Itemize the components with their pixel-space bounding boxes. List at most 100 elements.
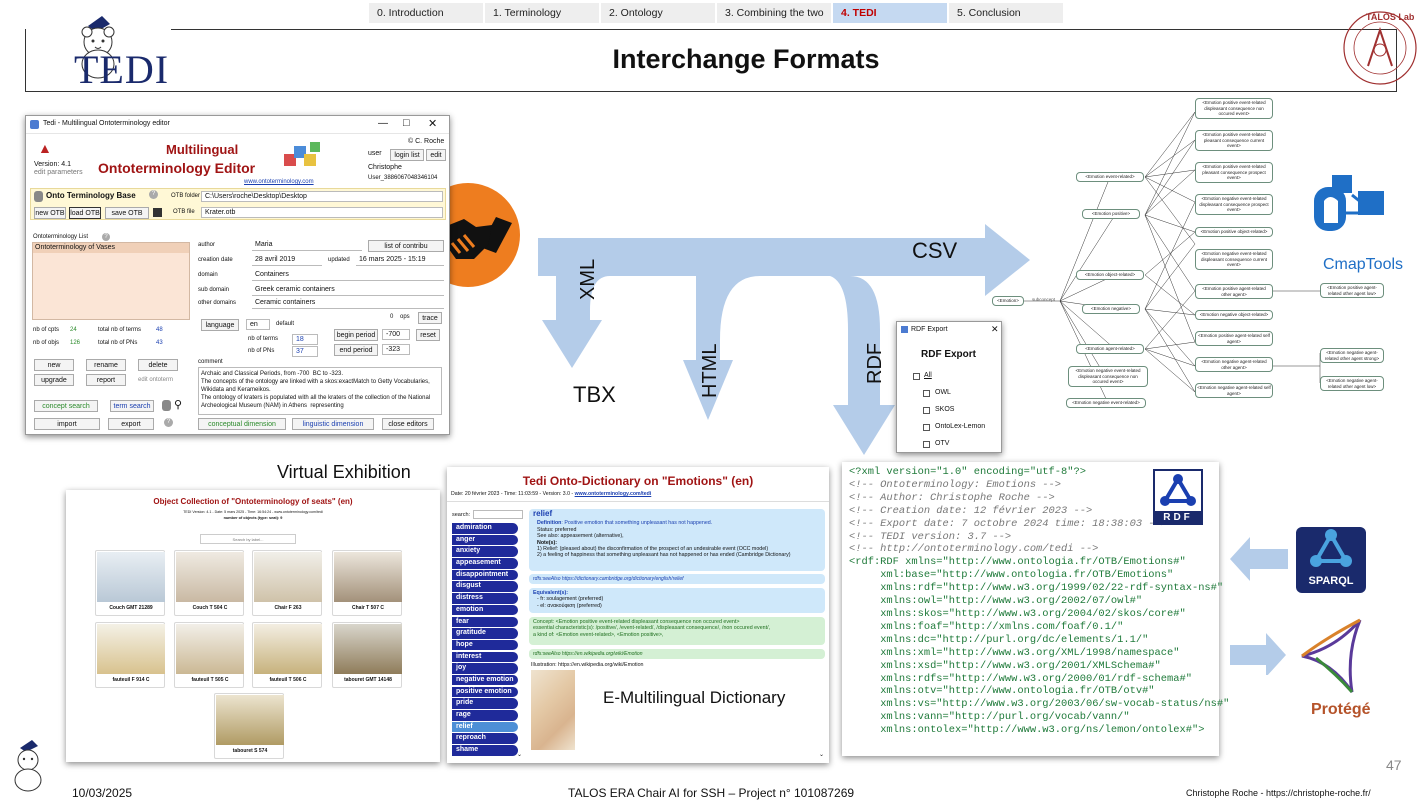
domain-field[interactable]: Containers (252, 270, 444, 281)
object-card[interactable]: fauteuil F 914 C (95, 622, 165, 688)
close-editors-button[interactable]: close editors (382, 418, 434, 430)
term-item[interactable]: appeasement (452, 558, 518, 569)
help-icon[interactable]: ? (149, 190, 158, 199)
term-item[interactable]: emotion (452, 604, 518, 616)
edit-parameters-link[interactable]: edit parameters (34, 169, 83, 176)
end-period-field[interactable]: -323 (382, 344, 410, 355)
report-button[interactable]: report (86, 374, 126, 386)
reset-button[interactable]: reset (416, 329, 440, 341)
nav-item-terminology[interactable]: 1. Terminology (485, 3, 599, 23)
exhibition-search-input[interactable]: Search by label... (200, 534, 296, 544)
list-item[interactable]: Ontoterminology of Vases (33, 243, 189, 253)
import-button[interactable]: import (34, 418, 100, 430)
export-dropdown[interactable]: export (108, 418, 154, 430)
export-help-icon[interactable]: ? (164, 418, 173, 427)
database-search-icon[interactable] (162, 400, 171, 411)
term-item[interactable]: joy (452, 663, 518, 674)
otb-file-field[interactable]: Krater.otb (201, 207, 443, 218)
rdf-dialog-close-icon[interactable]: ✕ (991, 324, 999, 334)
term-list[interactable]: admiration anger anxiety appeasement dis… (452, 523, 524, 757)
rdfs-see-also-2[interactable]: rdfs:seeAlso https://en.wikipedia.org/wi… (529, 649, 825, 659)
linguistic-dimension-dropdown[interactable]: linguistic dimension (292, 418, 374, 430)
dictionary-search-input[interactable] (473, 510, 523, 519)
term-item-selected[interactable]: relief (452, 721, 518, 733)
maximize-icon[interactable]: □ (403, 117, 410, 129)
term-item[interactable]: interest (452, 651, 518, 663)
minimize-icon[interactable]: — (378, 118, 388, 129)
upgrade-button[interactable]: upgrade (34, 374, 74, 386)
delete-button[interactable]: delete (138, 359, 178, 371)
owl-checkbox[interactable] (923, 390, 930, 397)
term-item[interactable]: distress (452, 593, 518, 604)
term-item[interactable]: admiration (452, 523, 518, 534)
object-card[interactable]: Couch T 504 C (174, 550, 244, 616)
end-period-button[interactable]: end period (334, 344, 378, 356)
comment-textarea[interactable]: Archaic and Classical Periods, from -700… (198, 367, 442, 415)
other-domains-field[interactable]: Ceramic containers (252, 298, 444, 309)
object-card[interactable]: Chair F 263 (252, 550, 322, 616)
list-contributors-button[interactable]: list of contribu (368, 240, 444, 252)
conceptual-dimension-dropdown[interactable]: conceptual dimension (198, 418, 286, 430)
concept-search-dropdown[interactable]: concept search (34, 400, 98, 412)
save-disk-icon[interactable] (153, 208, 162, 217)
term-item[interactable]: negative emotion (452, 674, 518, 686)
object-card[interactable]: Couch GMT 21289 (95, 550, 165, 616)
term-item[interactable]: disgust (452, 581, 518, 592)
list-scroll-down-icon[interactable]: ⌄ (517, 752, 523, 758)
website-link[interactable]: www.ontoterminology.com (244, 179, 314, 185)
dictionary-site-link[interactable]: www.ontoterminology.com/tedi (574, 491, 652, 497)
term-item[interactable]: anxiety (452, 546, 518, 557)
code-line: xmlns:ontolex="http://www.w3.org/ns/lemo… (880, 724, 1205, 737)
term-search-button[interactable]: term search (110, 400, 154, 412)
object-card[interactable]: tabouret S 574 (214, 693, 284, 759)
language-button[interactable]: language (201, 319, 239, 331)
new-otb-button[interactable]: new OTB (34, 207, 66, 219)
object-card[interactable]: fauteuil T 506 C (252, 622, 322, 688)
all-checkbox[interactable] (913, 373, 920, 380)
object-card[interactable]: tabouret GMT 14148 (332, 622, 402, 688)
load-otb-button[interactable]: load OTB (69, 207, 101, 219)
creation-field[interactable]: 28 avril 2019 (252, 255, 322, 266)
magnifier-icon[interactable]: ⚲ (174, 399, 183, 411)
rename-button[interactable]: rename (86, 359, 126, 371)
otv-checkbox[interactable] (923, 441, 930, 448)
author-field[interactable]: Maria (252, 240, 362, 251)
object-card[interactable]: fauteuil T 505 C (174, 622, 244, 688)
nav-item-introduction[interactable]: 0. Introduction (369, 3, 483, 23)
rdfs-see-also-1[interactable]: rdfs:seeAlso https://dictionary.cambridg… (529, 574, 825, 584)
term-item[interactable]: positive emotion (452, 686, 518, 698)
term-item[interactable]: disappointment (452, 569, 518, 581)
nav-item-tedi[interactable]: 4. TEDI (833, 3, 947, 23)
list-help-icon[interactable]: ? (102, 233, 110, 241)
term-item[interactable]: hope (452, 639, 518, 651)
language-field[interactable]: en (246, 319, 270, 330)
term-item[interactable]: reproach (452, 733, 518, 744)
begin-period-button[interactable]: begin period (334, 329, 378, 341)
updated-field[interactable]: 16 mars 2025 - 15:19 (356, 255, 444, 266)
object-card[interactable]: Chair T 507 C (332, 550, 402, 616)
skos-checkbox[interactable] (923, 407, 930, 414)
edit-ontoterm-link[interactable]: edit ontoterm (138, 377, 174, 383)
dictionary-scroll-icon[interactable]: ⌄ (819, 752, 825, 758)
begin-period-field[interactable]: -700 (382, 329, 410, 340)
trace-button[interactable]: trace (418, 312, 442, 324)
otb-folder-field[interactable]: C:\Users\roche\Desktop\Desktop (201, 191, 443, 202)
term-item[interactable]: anger (452, 534, 518, 546)
subdomain-field[interactable]: Greek ceramic containers (252, 285, 444, 296)
new-button[interactable]: new (34, 359, 74, 371)
nav-item-combining[interactable]: 3. Combining the two (717, 3, 831, 23)
editor-heading-1: Multilingual (166, 142, 239, 157)
login-list-button[interactable]: login list (390, 149, 424, 161)
term-item[interactable]: rage (452, 710, 518, 721)
edit-user-button[interactable]: edit (426, 149, 446, 161)
nav-item-ontology[interactable]: 2. Ontology (601, 3, 715, 23)
ontoterminology-list[interactable]: Ontoterminology of Vases (32, 242, 190, 320)
nav-item-conclusion[interactable]: 5. Conclusion (949, 3, 1063, 23)
ontolex-checkbox[interactable] (923, 424, 930, 431)
term-item[interactable]: shame (452, 745, 518, 756)
close-icon[interactable]: ✕ (428, 118, 438, 130)
term-item[interactable]: gratitude (452, 628, 518, 639)
term-item[interactable]: pride (452, 698, 518, 709)
term-item[interactable]: fear (452, 616, 518, 627)
save-otb-dropdown[interactable]: save OTB (105, 207, 149, 219)
